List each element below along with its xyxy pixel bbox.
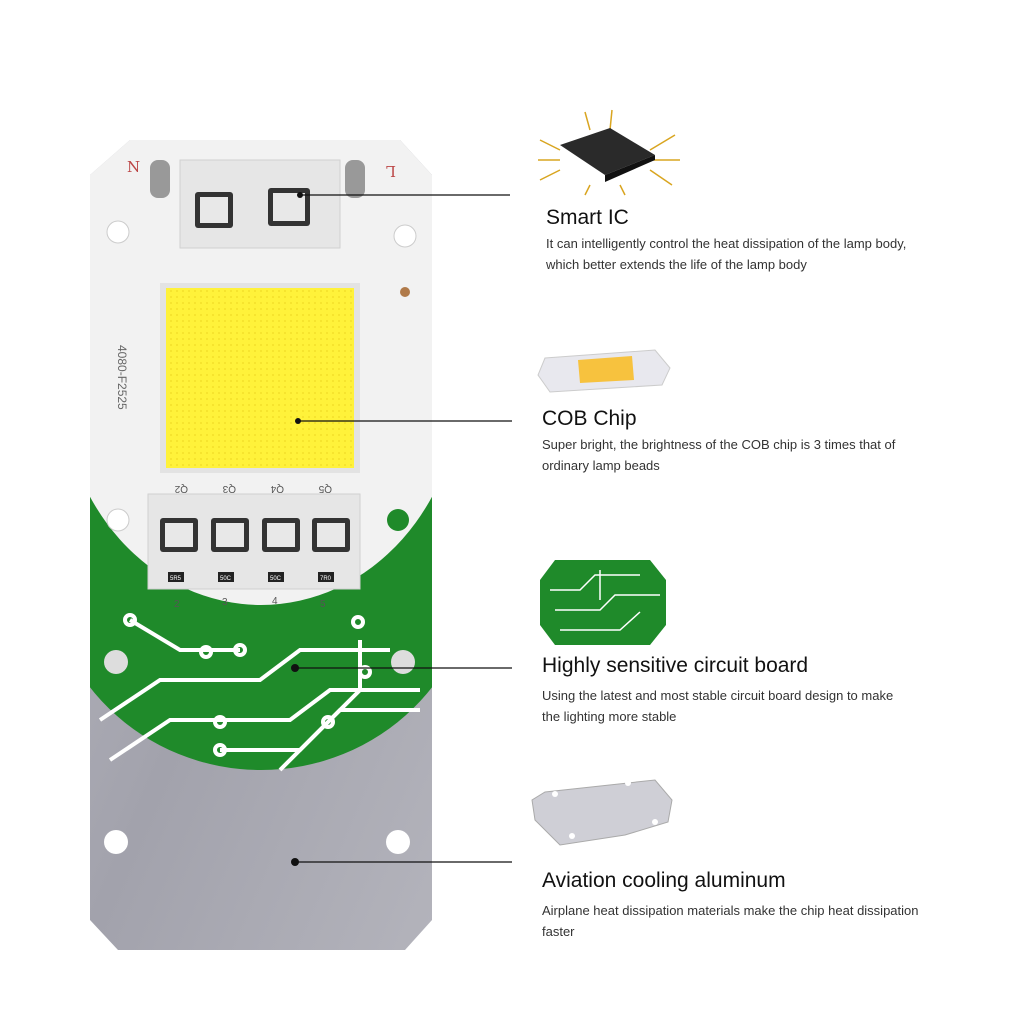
feature-desc-line: Super bright, the brightness of the COB …: [542, 437, 896, 452]
feature-desc-line: Airplane heat dissipation materials make…: [542, 903, 919, 918]
smart-ic-thumbnail: [538, 109, 680, 196]
callout-dot: [295, 418, 301, 424]
chip-label: Q5: [318, 483, 332, 494]
resistor-label: 4: [272, 596, 278, 607]
feature-desc-line: which better extends the life of the lam…: [546, 257, 807, 272]
circuit-board-thumbnail: [540, 560, 666, 645]
feature-circuit-board: Highly sensitive circuit board Using the…: [542, 653, 893, 727]
feature-desc-line: Using the latest and most stable circuit…: [542, 688, 894, 703]
resistor-label: 3: [222, 597, 228, 608]
resistor-code: 7R0: [320, 576, 332, 582]
feature-desc-line: It can intelligently control the heat di…: [546, 236, 907, 251]
circuit-traces: [98, 613, 420, 772]
cob-chip: [166, 288, 354, 468]
chip-label: Q3: [222, 483, 236, 494]
pin-l-label: L: [386, 162, 396, 180]
pin-n-label: N: [127, 158, 140, 176]
feature-desc-line: the lighting more stable: [542, 709, 677, 724]
feature-cob-chip: COB Chip Super bright, the brightness of…: [542, 406, 895, 476]
chip-label: Q4: [270, 483, 284, 494]
model-marking: 4080-F2525: [115, 345, 129, 410]
callout-dot: [297, 192, 303, 198]
cob-chip-thumbnail: [537, 349, 671, 393]
driver-chips: [160, 518, 350, 552]
pin-n-pad: [150, 160, 170, 198]
feature-aluminum: Aviation cooling aluminum Airplane heat …: [542, 868, 919, 942]
feature-title: Smart IC: [546, 206, 629, 229]
feature-title: Highly sensitive circuit board: [542, 654, 809, 677]
feature-smart-ic: Smart IC It can intelligently control th…: [546, 205, 906, 275]
resistor-code: 50C: [270, 576, 282, 582]
callout-lines: [295, 194, 512, 863]
resistor-label: 5: [320, 599, 326, 610]
callout-dot: [291, 858, 299, 866]
resistor-code: 50C: [220, 576, 232, 582]
callout-dot: [291, 664, 299, 672]
resistor-code: 5R5: [170, 576, 182, 582]
feature-title: COB Chip: [542, 407, 637, 430]
aluminum-plate-thumbnail: [531, 779, 673, 846]
chip-label: Q2: [174, 483, 188, 494]
resistor-label: 2: [174, 599, 180, 610]
feature-desc-line: faster: [542, 924, 575, 939]
pin-l-pad: [345, 160, 365, 198]
feature-title: Aviation cooling aluminum: [542, 869, 786, 892]
feature-desc-line: ordinary lamp beads: [542, 458, 660, 473]
